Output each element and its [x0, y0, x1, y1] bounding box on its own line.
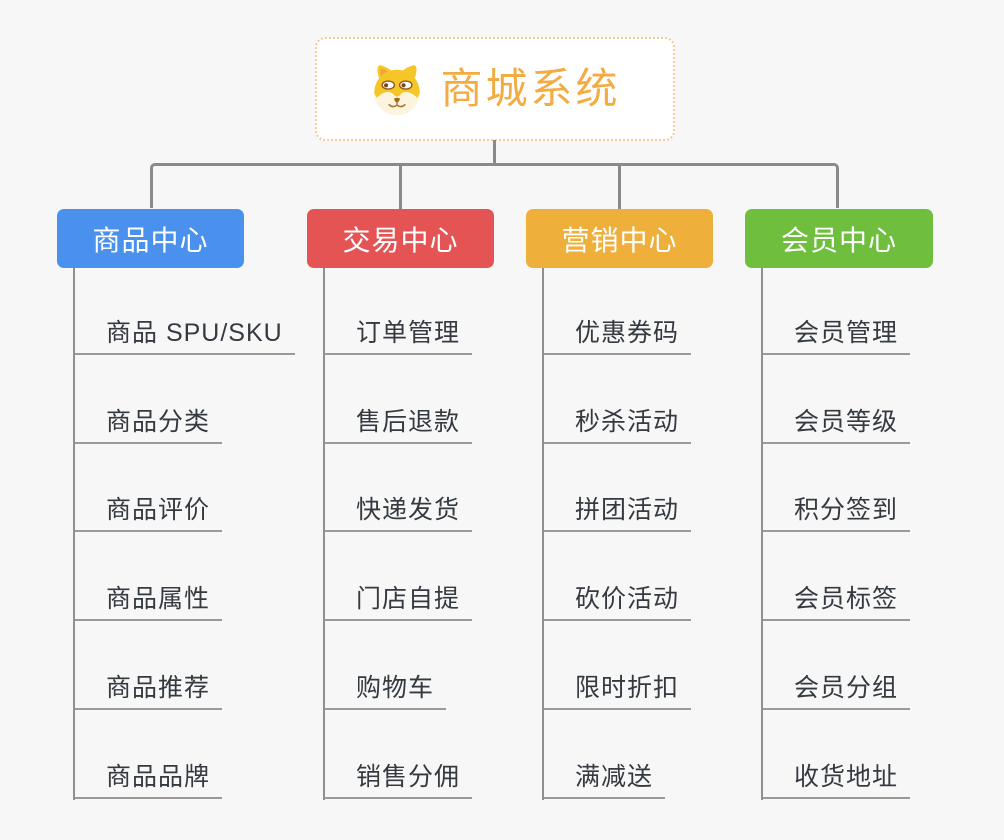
subtopic[interactable]: 满减送 — [544, 761, 666, 799]
marketing-center-subtopics: 优惠券码 秒杀活动 拼团活动 砍价活动 限时折扣 满减送 — [542, 268, 794, 800]
subtopic[interactable]: 限时折扣 — [544, 672, 692, 710]
subtopic[interactable]: 会员标签 — [763, 583, 911, 621]
product-center-subtopics: 商品 SPU/SKU 商品分类 商品评价 商品属性 商品推荐 商品品牌 — [73, 268, 325, 800]
branch-member-center[interactable]: 会员中心 — [745, 209, 933, 268]
subtopic[interactable]: 积分签到 — [763, 494, 911, 532]
subtopic[interactable]: 拼团活动 — [544, 494, 692, 532]
subtopic[interactable]: 收货地址 — [763, 761, 911, 799]
subtopic[interactable]: 商品品牌 — [75, 761, 223, 799]
subtopic[interactable]: 会员等级 — [763, 406, 911, 444]
subtopic[interactable]: 商品 SPU/SKU — [75, 317, 295, 355]
subtopic[interactable]: 售后退款 — [325, 406, 473, 444]
branch-marketing-center[interactable]: 营销中心 — [526, 209, 713, 268]
trade-center-subtopics: 订单管理 售后退款 快递发货 门店自提 购物车 销售分佣 — [323, 268, 575, 800]
subtopic[interactable]: 会员管理 — [763, 317, 911, 355]
branch-connector-bus — [150, 163, 839, 208]
subtopic[interactable]: 商品分类 — [75, 406, 223, 444]
root-stem-line — [493, 140, 496, 164]
dog-face-icon — [369, 61, 425, 117]
subtopic[interactable]: 会员分组 — [763, 672, 911, 710]
subtopic[interactable]: 销售分佣 — [325, 761, 473, 799]
branch-product-center[interactable]: 商品中心 — [57, 209, 244, 268]
subtopic[interactable]: 商品属性 — [75, 583, 223, 621]
subtopic[interactable]: 门店自提 — [325, 583, 473, 621]
connector-drop-line — [618, 165, 621, 209]
subtopic[interactable]: 优惠券码 — [544, 317, 692, 355]
member-center-subtopics: 会员管理 会员等级 积分签到 会员标签 会员分组 收货地址 — [761, 268, 1004, 800]
root-topic[interactable]: 商城系统 — [315, 37, 675, 141]
subtopic[interactable]: 快递发货 — [325, 494, 473, 532]
branch-trade-center[interactable]: 交易中心 — [307, 209, 494, 268]
subtopic[interactable]: 商品推荐 — [75, 672, 223, 710]
connector-drop-line — [399, 165, 402, 209]
root-topic-title: 商城系统 — [440, 65, 621, 112]
subtopic[interactable]: 秒杀活动 — [544, 406, 692, 444]
subtopic[interactable]: 砍价活动 — [544, 583, 692, 621]
subtopic[interactable]: 商品评价 — [75, 494, 223, 532]
subtopic[interactable]: 订单管理 — [325, 317, 473, 355]
subtopic[interactable]: 购物车 — [325, 672, 447, 710]
